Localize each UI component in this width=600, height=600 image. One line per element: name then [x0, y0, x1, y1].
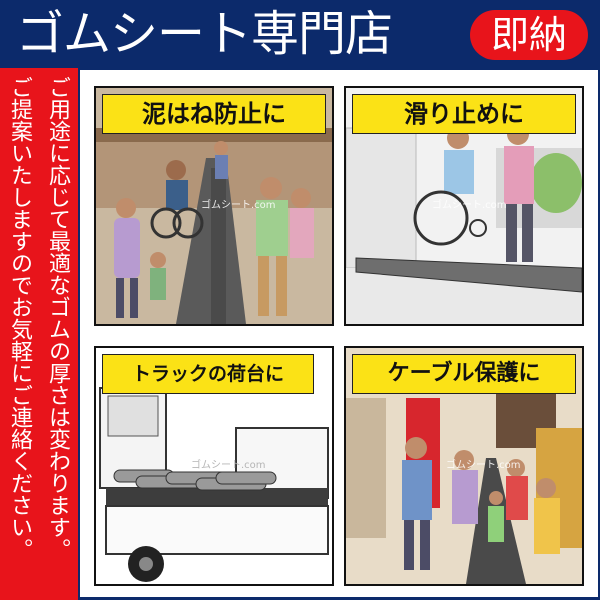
sidebar-line-1: ご用途に応じて最適なゴムの厚さは変わります。: [45, 76, 70, 560]
panel-label: 滑り止めに: [352, 94, 576, 134]
panel-label: ケーブル保護に: [352, 354, 576, 394]
panel-truck-bed: ゴムシート.com トラックの荷台に: [94, 346, 334, 586]
instant-delivery-badge: 即納: [470, 10, 588, 60]
watermark: ゴムシート.com: [446, 458, 521, 471]
sidebar-line-2: ご提案いたしますのでお気軽にご連絡ください。: [7, 76, 32, 560]
sidebar-message: ご用途に応じて最適なゴムの厚さは変わります。 ご提案いたしますのでお気軽にご連絡…: [0, 68, 78, 600]
store-title: ゴムシート専門店: [16, 6, 393, 62]
panel-label: トラックの荷台に: [102, 354, 314, 394]
watermark: ゴムシート.com: [432, 198, 507, 211]
panel-label: 泥はね防止に: [102, 94, 326, 134]
panel-cable-protection: ゴムシート.com ケーブル保護に: [344, 346, 584, 586]
watermark: ゴムシート.com: [191, 458, 266, 471]
watermark: ゴムシート.com: [201, 198, 276, 211]
panel-anti-slip: ゴムシート.com 滑り止めに: [344, 86, 584, 326]
header: ゴムシート専門店 即納: [0, 0, 600, 68]
panel-mud-splash: ゴムシート.com 泥はね防止に: [94, 86, 334, 326]
